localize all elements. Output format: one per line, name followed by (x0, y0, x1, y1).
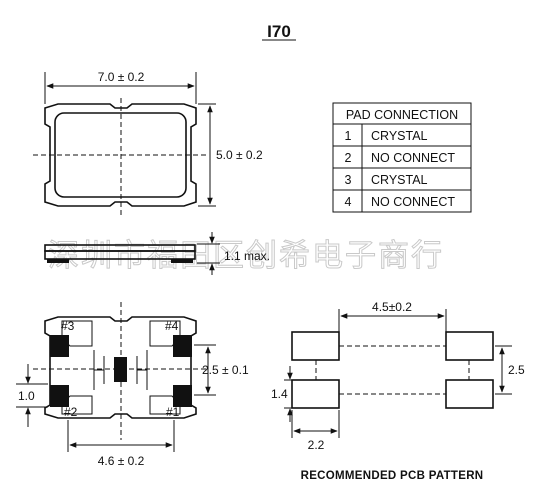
pcb-pad-top-right (445, 331, 494, 361)
drawing-title: I70 (267, 22, 291, 41)
pad-label-1: #1 (166, 405, 180, 419)
contact-pad-1 (173, 385, 192, 407)
side-base (44, 250, 196, 260)
pad-outline-1 (149, 395, 181, 415)
bottom-pad-dim-label: 1.0 (18, 389, 35, 403)
contact-pad-4 (173, 335, 192, 357)
top-height-dim-label: 5.0 ± 0.2 (216, 148, 263, 162)
contact-pad-3 (50, 335, 69, 357)
pcb-pad-bottom-left (291, 379, 340, 409)
side-view: 1.1 max. (44, 232, 270, 275)
pad-function: CRYSTAL (371, 129, 428, 143)
pcb-pad-width-label: 2.2 (308, 438, 325, 452)
pcb-gap-dim-label: 4.5±0.2 (372, 300, 412, 314)
top-width-dim-label: 7.0 ± 0.2 (98, 70, 145, 84)
pad-function: NO CONNECT (371, 195, 455, 209)
pcb-pattern: 4.5±0.2 2.5 1.4 2.2 RECOMMENDED PCB PATT… (271, 300, 525, 482)
bottom-view: #3 #4 #2 #1 2.5 ± 0.1 1.0 4.6 ± 0.2 (16, 302, 249, 468)
pcb-pattern-caption: RECOMMENDED PCB PATTERN (301, 470, 484, 482)
side-pad-left (47, 259, 69, 263)
pad-label-4: #4 (165, 319, 179, 333)
pad-number: 3 (345, 173, 352, 187)
pad-label-2: #2 (64, 405, 78, 419)
pad-function: CRYSTAL (371, 173, 428, 187)
bottom-pitch-dim-label: 2.5 ± 0.1 (202, 363, 249, 377)
watermark-text: 深圳市福田区创希电子商行 (48, 238, 444, 274)
pcb-pad-height-label: 1.4 (271, 387, 288, 401)
pad-number: 2 (345, 151, 352, 165)
top-view: 7.0 ± 0.2 5.0 ± 0.2 (33, 70, 263, 215)
top-package-outline (44, 103, 197, 207)
side-pad-right (171, 259, 193, 263)
pad-table-header: PAD CONNECTION (346, 108, 458, 122)
bottom-package-outline (44, 316, 197, 419)
pad-number: 4 (345, 195, 352, 209)
bottom-span-dim-label: 4.6 ± 0.2 (98, 454, 145, 468)
side-thickness-label: 1.1 max. (224, 249, 270, 263)
pad-connection-table: PAD CONNECTION 1 CRYSTAL 2 NO CONNECT 3 … (332, 102, 472, 213)
pcb-pad-top-left (291, 331, 340, 361)
pcb-pad-bottom-right (445, 379, 494, 409)
pad-number: 1 (345, 129, 352, 143)
pcb-pitch-dim-label: 2.5 (508, 363, 525, 377)
contact-pad-2 (50, 385, 69, 407)
pad-function: NO CONNECT (371, 151, 455, 165)
pad-label-3: #3 (61, 319, 75, 333)
